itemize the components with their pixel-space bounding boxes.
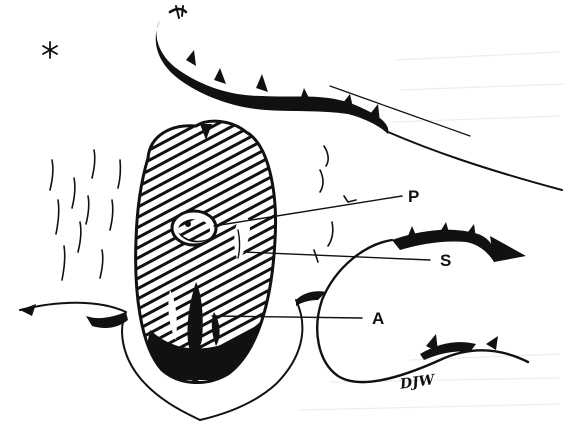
right-loop-structure: [317, 222, 528, 382]
label-a: A: [372, 309, 384, 328]
label-s: S: [440, 251, 451, 270]
asterisk-icon: [43, 42, 57, 58]
left-hatch-marks: [50, 150, 120, 280]
label-p: P: [408, 187, 419, 206]
nodule-p: [172, 211, 216, 245]
